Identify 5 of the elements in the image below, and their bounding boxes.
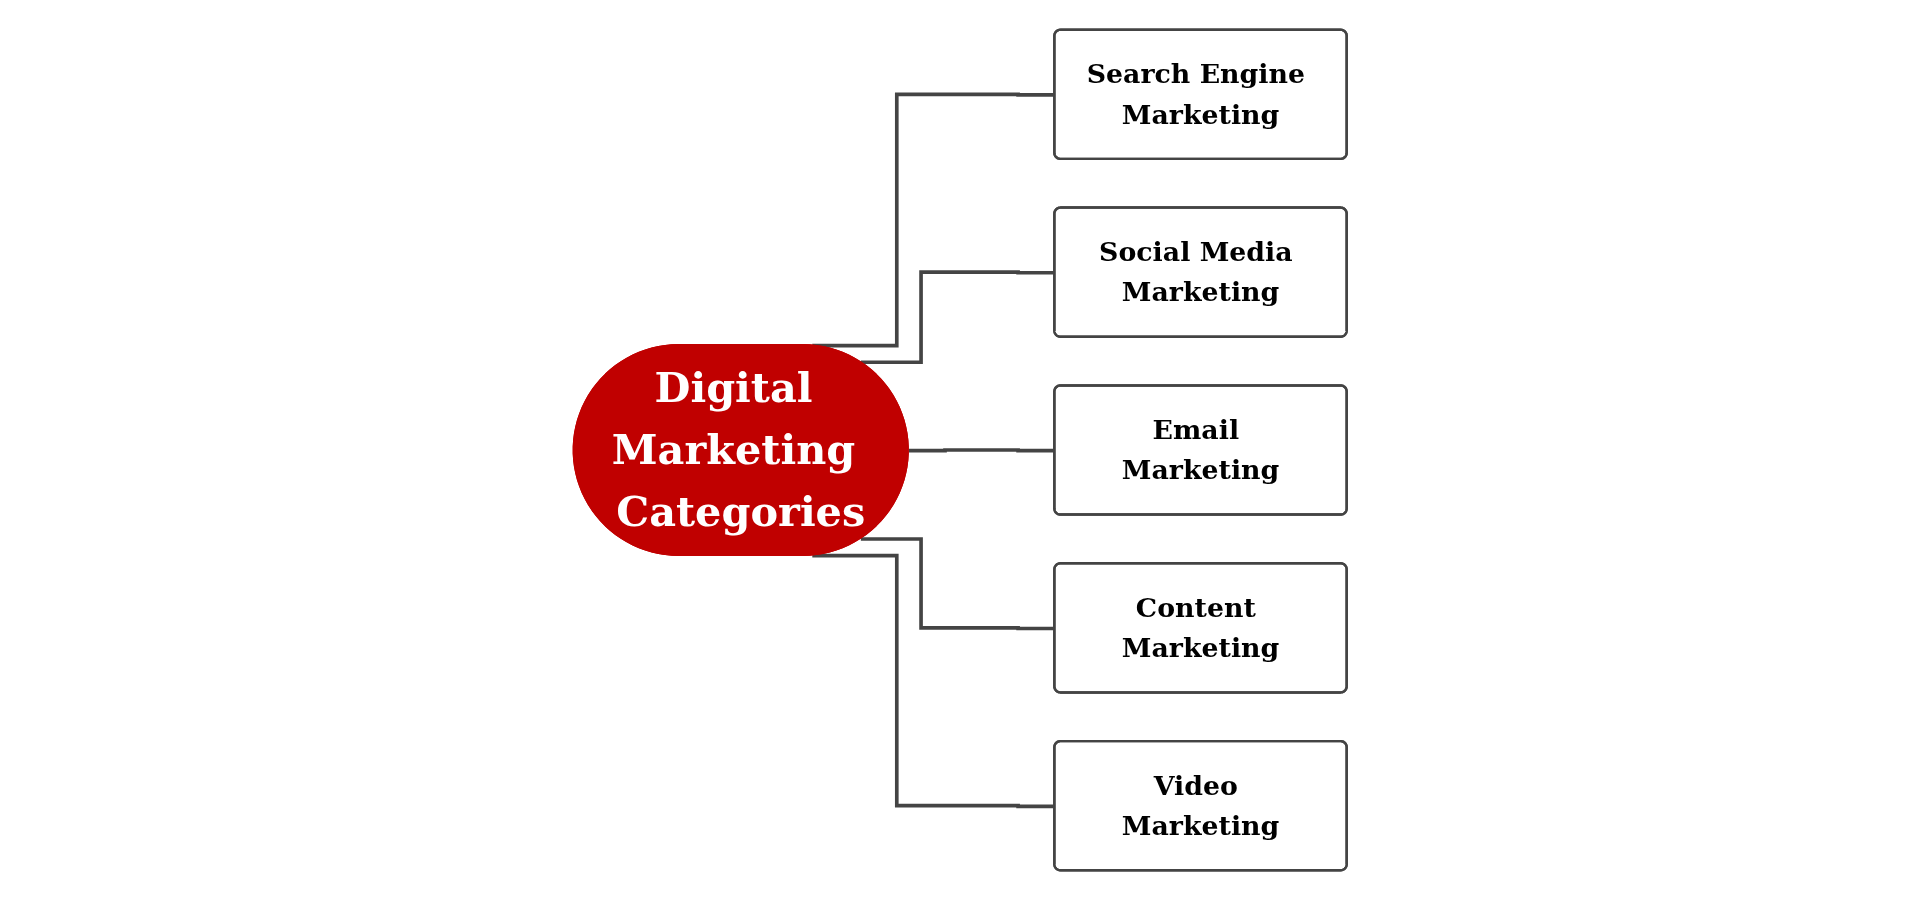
connector	[812, 92, 1055, 348]
connector	[908, 448, 1055, 453]
connector	[812, 553, 1055, 809]
connector	[860, 537, 1055, 631]
connector	[860, 270, 1055, 365]
